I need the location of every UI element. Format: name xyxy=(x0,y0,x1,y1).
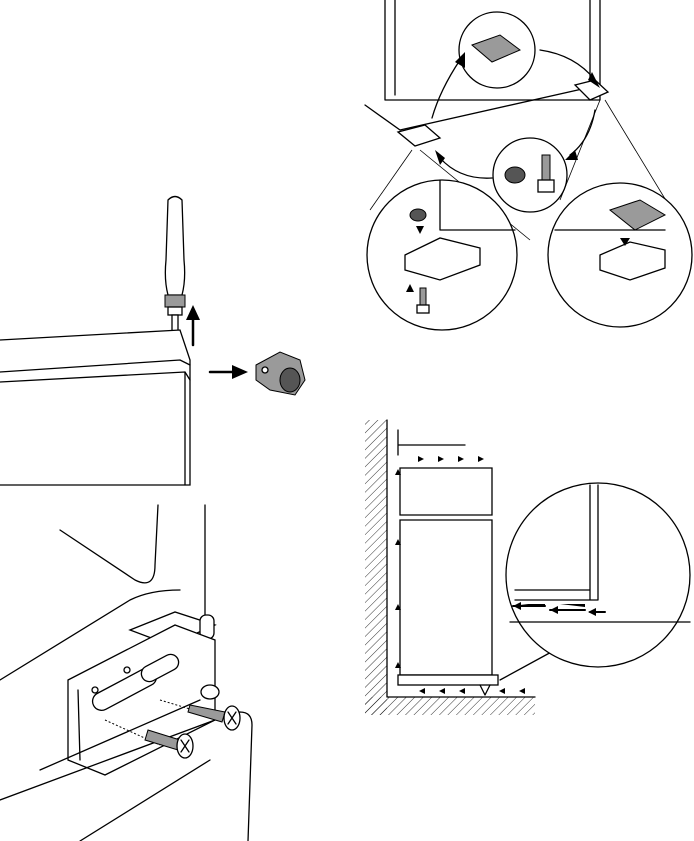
figure-foot-swap xyxy=(364,0,693,331)
figure-ventilation-side-view xyxy=(365,419,691,715)
detail-circle xyxy=(366,179,518,331)
screw-icon xyxy=(144,729,194,759)
screw-icon xyxy=(187,704,241,731)
detail-circle xyxy=(492,137,568,213)
detail-circle xyxy=(505,482,691,668)
detail-circle xyxy=(547,182,693,328)
figure-door-hinge-removal xyxy=(0,195,306,486)
screwdriver-icon xyxy=(164,195,186,360)
floor xyxy=(365,697,535,715)
wall xyxy=(365,420,387,715)
hinge-part-icon xyxy=(255,351,306,396)
detail-circle xyxy=(458,11,536,89)
door-panel xyxy=(0,329,191,486)
figure-hinge-screw-mounting xyxy=(0,504,253,841)
airflow-arrows xyxy=(395,456,525,694)
arrow-right-icon xyxy=(208,365,248,379)
arrow-up-icon xyxy=(186,305,200,347)
